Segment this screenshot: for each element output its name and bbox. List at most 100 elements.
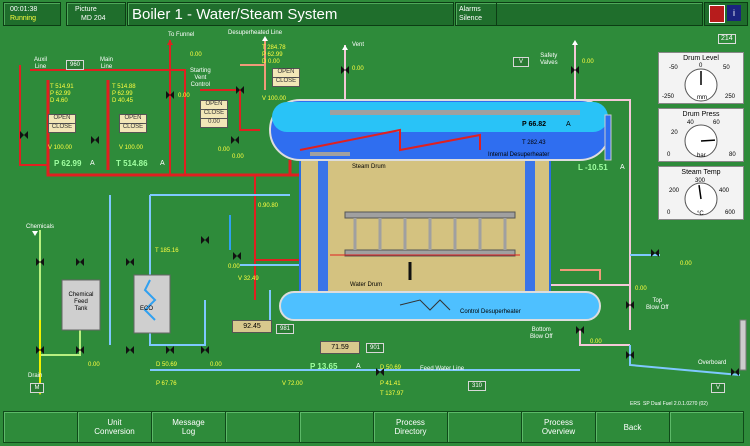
eco-temp: T 185.16 bbox=[155, 248, 179, 254]
alarms-divider bbox=[496, 3, 497, 25]
drum-level-unit: A bbox=[620, 164, 625, 171]
process-overview-button[interactable]: Process Overview bbox=[521, 411, 596, 443]
run-status: Running bbox=[10, 15, 37, 22]
main-d: D 40.45 bbox=[112, 98, 134, 104]
gauge-tick-2: 300 bbox=[695, 178, 706, 184]
main-temp: T 514.88 bbox=[112, 84, 136, 90]
gauge-title: Steam Temp bbox=[681, 169, 721, 176]
overboard-code-box[interactable]: V bbox=[711, 383, 725, 393]
desup-temp: T 284.78 bbox=[262, 45, 286, 51]
alarms-box[interactable]: Alarms Silence bbox=[455, 2, 703, 26]
page-title: Boiler 1 - Water/Steam System bbox=[132, 6, 338, 23]
main-line-label: Main Line bbox=[100, 57, 114, 70]
steam-temp-gauge: Steam Temp 0 600 200 300 400 °C bbox=[658, 166, 744, 220]
blank-btn-2[interactable] bbox=[225, 411, 300, 443]
gauge-dial bbox=[684, 68, 718, 102]
feed-pressure-unit: A bbox=[356, 363, 361, 370]
drain-label: Drain bbox=[28, 373, 43, 379]
blank-btn-1[interactable] bbox=[3, 411, 78, 443]
aux-line-label: Auxil Line bbox=[34, 57, 48, 70]
clock-text: 00:01:38 bbox=[10, 6, 38, 13]
overboard-label: Overboard bbox=[698, 360, 727, 366]
feed-v-7200: V 72.00 bbox=[282, 381, 303, 387]
valve-aux-0: 0.00 bbox=[228, 264, 240, 270]
gauge-tick-2: 40 bbox=[687, 120, 694, 126]
gauge-unit: mm bbox=[697, 95, 707, 101]
blank-btn-5[interactable] bbox=[669, 411, 744, 443]
page-code: 214 bbox=[718, 34, 736, 44]
gauge-dial bbox=[684, 182, 718, 216]
blank-btn-3[interactable] bbox=[299, 411, 374, 443]
silence-label[interactable]: Silence bbox=[459, 15, 482, 22]
valve-v-3249: V 32.49 bbox=[238, 276, 259, 282]
startvent-valve-pos: 0.00 bbox=[178, 93, 190, 99]
starting-vent-label: Starting Vent Control bbox=[190, 68, 211, 88]
gauge-min: 0 bbox=[667, 210, 671, 216]
gauge-min: -250 bbox=[662, 94, 675, 100]
unit-conversion-button[interactable]: Unit Conversion bbox=[77, 411, 152, 443]
display-7159[interactable]: 71.59 bbox=[320, 341, 360, 354]
bottom-blow-label: Bottom Blow Off bbox=[530, 327, 553, 340]
main-temp-unit: A bbox=[160, 160, 165, 167]
display-9245[interactable]: 92.45 bbox=[232, 320, 272, 333]
startvent-value-box[interactable]: 0.00 bbox=[200, 118, 228, 128]
feed-code-box[interactable]: 310 bbox=[468, 381, 486, 391]
aux-press: P 62.99 bbox=[50, 91, 71, 97]
feed-p-4141: P 41.41 bbox=[380, 381, 401, 387]
gauge-title: Drum Press bbox=[682, 111, 720, 118]
logo-icon bbox=[709, 5, 725, 23]
to-funnel-label: To Funnel bbox=[168, 32, 195, 38]
picture-box[interactable]: Picture MD 204 bbox=[66, 2, 126, 26]
drum-pressure: P 66.82 bbox=[522, 121, 547, 128]
valve-bottom-0: 0.00 bbox=[590, 339, 602, 345]
nav-icon-box[interactable]: i bbox=[704, 2, 748, 26]
vent-label: Vent bbox=[352, 42, 365, 48]
picture-id: MD 204 bbox=[81, 15, 106, 22]
drum-level-gauge: Drum Level -250 250 -50 0 50 mm bbox=[658, 52, 744, 104]
back-button[interactable]: Back bbox=[595, 411, 670, 443]
aux-close-button[interactable]: CLOSE bbox=[48, 123, 76, 133]
aux-d: D 4.60 bbox=[50, 98, 68, 104]
steam-drum-label: Steam Drum bbox=[352, 164, 386, 170]
safety-valves-label: Safety Valves bbox=[540, 53, 558, 66]
drum-level: L -10.51 bbox=[578, 163, 608, 172]
title-box: Boiler 1 - Water/Steam System bbox=[127, 2, 454, 26]
main-pressure-unit: A bbox=[90, 160, 95, 167]
gauge-tick-1: 20 bbox=[671, 130, 678, 136]
gauge-tick-2: 0 bbox=[699, 63, 703, 69]
main-pressure-readout: P 62.99 bbox=[54, 159, 82, 168]
desup-line-label: Desuperheated Line bbox=[228, 30, 283, 36]
alarms-label[interactable]: Alarms bbox=[459, 6, 481, 13]
main-temp-readout: T 514.86 bbox=[116, 159, 148, 168]
aux-code-box[interactable]: 960 bbox=[66, 60, 84, 70]
valve-right-0: 0.00 bbox=[680, 261, 692, 267]
gauge-min: 0 bbox=[667, 152, 671, 158]
valve-top-0: 0.00 bbox=[635, 286, 647, 292]
gauge-needle bbox=[700, 139, 716, 142]
gauge-tick-3: 50 bbox=[723, 65, 730, 71]
gauge-dial bbox=[684, 124, 718, 158]
box-901[interactable]: 901 bbox=[366, 343, 384, 353]
valve-0-90: 0.90.80 bbox=[258, 203, 279, 209]
vent-code-box[interactable]: V bbox=[513, 57, 529, 67]
aux-temp: T 514.91 bbox=[50, 84, 74, 90]
blank-btn-4[interactable] bbox=[447, 411, 522, 443]
main-close-button[interactable]: CLOSE bbox=[119, 123, 147, 133]
valve-chem-0: 0.00 bbox=[88, 362, 100, 368]
safety-valve-pos: 0.00 bbox=[582, 59, 594, 65]
footer-id: ERS SP Dual Fuel 2.0.1.0270 (02) bbox=[630, 401, 708, 407]
desup-valve-pos: V 100.00 bbox=[262, 96, 287, 102]
picture-label: Picture bbox=[75, 6, 97, 13]
box-981[interactable]: 981 bbox=[276, 324, 294, 334]
desup-close-button[interactable]: CLOSE bbox=[272, 77, 300, 87]
eco-d-5669: D 50.69 bbox=[156, 362, 178, 368]
info-icon[interactable]: i bbox=[727, 5, 741, 21]
process-directory-button[interactable]: Process Directory bbox=[373, 411, 448, 443]
top-blow-label: Top Blow Off bbox=[646, 298, 669, 311]
drain-code-box[interactable]: M bbox=[30, 383, 44, 393]
valve-eco-0: 0.00 bbox=[210, 362, 222, 368]
valve-feed-0: 0.00 bbox=[232, 154, 244, 160]
message-log-button[interactable]: Message Log bbox=[151, 411, 226, 443]
gauge-unit: bar bbox=[697, 153, 706, 159]
